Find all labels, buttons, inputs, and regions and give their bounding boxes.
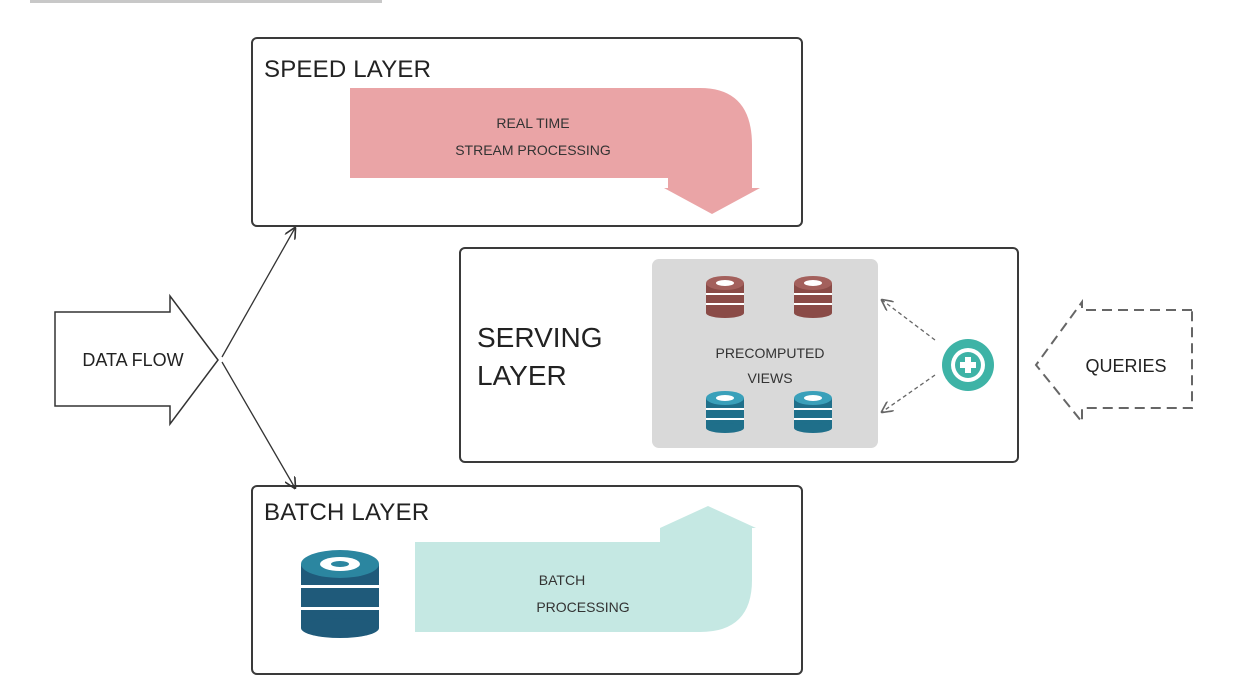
queries: QUERIES (1034, 298, 1193, 425)
batch-processing-arrow (415, 506, 756, 632)
data-flow-arrow (54, 293, 219, 427)
batch-view-database-icon (794, 391, 832, 433)
precomputed-views-label-line1: PRECOMPUTED (716, 345, 825, 361)
realtime-view-database-icon (794, 276, 832, 318)
batch-layer: BATCH LAYER BATCH PROCESSING (251, 485, 803, 675)
serving-layer-title-line1: SERVING (477, 322, 603, 353)
realtime-view-database-icon (706, 276, 744, 318)
merge-plus-icon (942, 339, 994, 391)
data-flow-label: DATA FLOW (82, 350, 183, 370)
precomputed-views-label-line2: VIEWS (747, 370, 792, 386)
batch-processing-label-line2: PROCESSING (536, 599, 629, 615)
serving-layer: SERVING LAYER PRECOMPUTED VIEWS (459, 247, 1019, 463)
queries-label: QUERIES (1085, 356, 1166, 376)
batch-view-database-icon (706, 391, 744, 433)
stream-processing-arrow (350, 88, 760, 214)
data-flow-to-batch-arrow (221, 361, 295, 488)
master-dataset-database-icon (301, 550, 379, 638)
data-flow: DATA FLOW (54, 228, 295, 488)
top-rule (30, 0, 382, 3)
speed-layer-title: SPEED LAYER (264, 56, 431, 83)
query-batch-view-arrow (882, 374, 936, 412)
speed-layer: SPEED LAYER REAL TIME STREAM PROCESSING (251, 37, 803, 227)
serving-layer-title-line2: LAYER (477, 360, 567, 391)
batch-processing-label-line1: BATCH (539, 572, 585, 588)
data-flow-to-speed-arrow (221, 228, 295, 358)
stream-processing-label-line2: STREAM PROCESSING (455, 142, 611, 158)
stream-processing-label-line1: REAL TIME (496, 115, 569, 131)
queries-arrow (1034, 298, 1193, 425)
batch-layer-title: BATCH LAYER (264, 499, 429, 526)
